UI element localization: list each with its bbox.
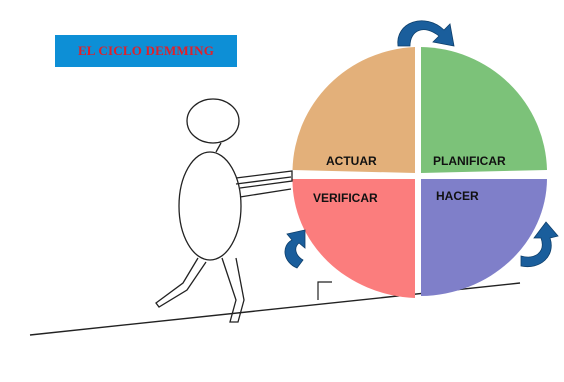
wheel-stopper <box>317 281 332 300</box>
cycle-wheel <box>292 47 547 298</box>
cycle-arrows <box>284 20 559 269</box>
hacer-quadrant <box>421 179 547 296</box>
title-banner: EL CICLO DEMMING <box>55 35 237 67</box>
planificar-label: PLANIFICAR <box>433 154 506 168</box>
left-rotation-arrow <box>284 229 306 269</box>
hacer-label: HACER <box>436 189 479 203</box>
planificar-quadrant <box>421 47 547 173</box>
figure-hand <box>235 170 293 189</box>
verificar-label: VERIFICAR <box>313 191 378 205</box>
top-rotation-arrow <box>397 20 455 47</box>
figure-arm-lower <box>239 188 292 198</box>
figure-neck <box>215 142 222 153</box>
right-rotation-arrow <box>520 221 559 268</box>
diagram-title: EL CICLO DEMMING <box>77 43 215 58</box>
verificar-quadrant <box>292 179 415 298</box>
figure-back-leg <box>155 257 207 308</box>
figure-body <box>178 151 242 261</box>
actuar-quadrant <box>292 47 415 173</box>
stick-figure <box>155 98 293 323</box>
actuar-label: ACTUAR <box>326 154 377 168</box>
figure-head <box>186 98 240 144</box>
figure-front-leg <box>221 257 245 323</box>
figure-arm-upper <box>235 176 292 185</box>
